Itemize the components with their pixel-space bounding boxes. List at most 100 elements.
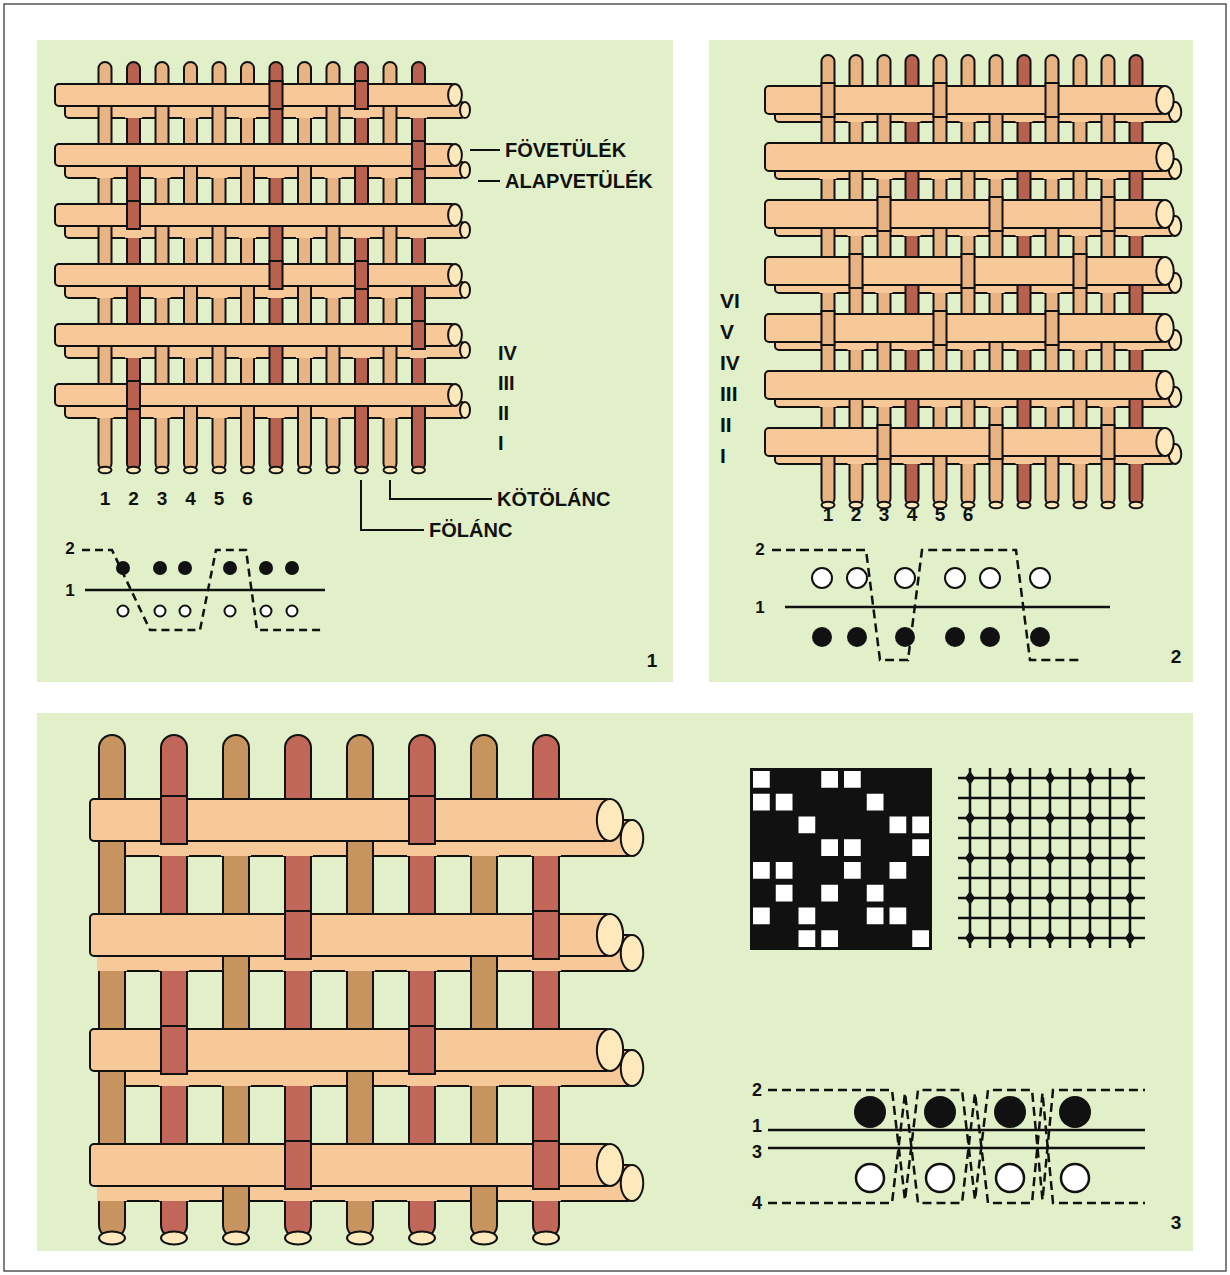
binding-point	[965, 931, 975, 945]
row-number: III	[498, 373, 515, 393]
warp-dot	[945, 568, 965, 588]
warp-crossing	[878, 197, 891, 231]
weft-end	[460, 102, 470, 118]
warp-dot	[926, 1164, 954, 1192]
weft-thread	[765, 143, 1165, 171]
weft-end	[597, 1144, 623, 1186]
warp-end	[1074, 502, 1087, 509]
warp-dot	[812, 568, 832, 588]
row-number: VI	[720, 290, 740, 311]
panel-number: 3	[1171, 1213, 1182, 1232]
pattern-cell	[844, 839, 861, 856]
warp-dot	[980, 627, 1000, 647]
warp-crossing	[161, 796, 187, 844]
weft-end	[1156, 314, 1174, 342]
weft-end	[448, 84, 462, 106]
weft-thread	[55, 324, 455, 346]
pattern-cell	[867, 885, 884, 902]
warp-end	[298, 467, 311, 474]
warp-dot	[847, 568, 867, 588]
warp-crossing	[409, 1026, 435, 1074]
warp-crossing	[412, 141, 425, 169]
line-number: 4	[752, 1194, 762, 1212]
weft-end	[621, 1165, 644, 1201]
weft-end	[460, 282, 470, 298]
weft-end	[1156, 143, 1174, 171]
warp-crossing	[270, 261, 283, 289]
binding-point	[1005, 891, 1015, 905]
column-number: 2	[851, 505, 862, 524]
warp-end	[471, 1232, 497, 1245]
column-number: 1	[100, 489, 111, 508]
weave	[90, 735, 643, 1245]
weft-end	[597, 799, 623, 841]
panel	[37, 40, 673, 682]
warp-end	[285, 1232, 311, 1245]
warp-crossing	[822, 83, 835, 117]
binding-point	[1005, 851, 1015, 865]
binding-point	[1085, 771, 1095, 785]
pattern-cell	[753, 771, 770, 788]
warp-end	[412, 467, 425, 474]
binding-point	[1005, 931, 1015, 945]
row-number: II	[498, 403, 509, 423]
binding-warp-line	[768, 1090, 1145, 1200]
weft-end	[1156, 371, 1174, 399]
weft-end	[460, 162, 470, 178]
pattern-cell	[753, 908, 770, 925]
line-number: 2	[65, 540, 74, 557]
frame	[4, 4, 1226, 1271]
row-number: IV	[720, 352, 740, 373]
leader-line	[390, 480, 492, 499]
line-number: 2	[755, 541, 764, 558]
grid-line	[1069, 768, 1072, 948]
warp-end	[1046, 502, 1059, 509]
weft-thread	[55, 384, 455, 406]
column-number: 2	[128, 489, 139, 508]
row-number: I	[498, 433, 504, 453]
warp-crossing	[990, 425, 1003, 459]
warp-crossing	[285, 1141, 311, 1189]
binding-point	[1085, 931, 1095, 945]
line-number: 1	[752, 1117, 762, 1135]
pattern-cell	[890, 862, 907, 879]
column-number: 1	[823, 505, 834, 524]
binding-point	[965, 891, 975, 905]
weft-end	[1156, 86, 1174, 114]
weft-end	[597, 914, 623, 956]
panel	[709, 40, 1193, 682]
grid-line	[958, 837, 1145, 840]
warp-end	[184, 467, 197, 474]
weft-end	[448, 384, 462, 406]
weft-end	[460, 402, 470, 418]
weft-end	[621, 1050, 644, 1086]
pattern-cell	[799, 908, 816, 925]
warp-crossing	[1102, 197, 1115, 231]
weft-thread	[55, 144, 455, 166]
pattern-cell	[753, 862, 770, 879]
pattern-cell	[867, 794, 884, 811]
warp-crossing	[127, 201, 140, 229]
warp-end	[99, 467, 112, 474]
weft-end	[1156, 257, 1174, 285]
warp-dot	[945, 627, 965, 647]
row-number: II	[720, 414, 732, 435]
warp-dot	[924, 1096, 956, 1128]
binding-point	[1045, 931, 1055, 945]
warp-dot	[854, 1096, 886, 1128]
binding-point	[1005, 771, 1015, 785]
warp-crossing	[355, 81, 368, 109]
leader-line	[361, 480, 424, 530]
panel-number: 1	[647, 651, 658, 670]
weft-line	[85, 589, 325, 592]
column-number: 4	[185, 489, 196, 508]
weft-thread	[55, 264, 455, 286]
leader-line	[470, 149, 500, 151]
pattern-cell	[776, 794, 793, 811]
weft-end	[448, 204, 462, 226]
line-number: 1	[755, 599, 764, 616]
pattern-cell	[776, 885, 793, 902]
binding-point	[1125, 891, 1135, 905]
warp-crossing	[355, 261, 368, 289]
column-number: 6	[963, 505, 974, 524]
